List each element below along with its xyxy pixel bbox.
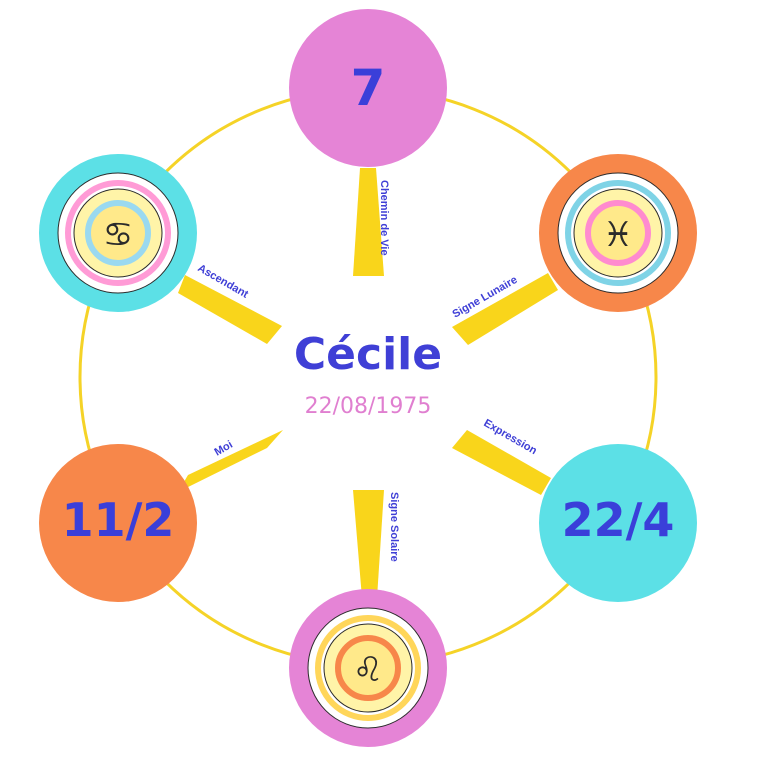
ray-top-left (178, 275, 282, 344)
ray-top-right (452, 273, 558, 345)
node-signe-solaire: ♌ (289, 589, 447, 747)
ray-bottom-left (178, 430, 283, 492)
ray-bottom-right (452, 430, 551, 495)
node-ascendant: ♋ (39, 154, 197, 312)
node-expression: 22/4 (539, 444, 697, 602)
pisces-mandala-icon: ♓ (557, 172, 679, 294)
node-circle-bottom-right (539, 444, 697, 602)
number-chemin-de-vie: 7 (351, 59, 386, 117)
cancer-glyph: ♋ (103, 215, 133, 255)
person-birthdate: 22/08/1975 (305, 394, 432, 419)
node-chemin-de-vie: 7 (289, 9, 447, 167)
pisces-glyph: ♓ (603, 215, 633, 255)
leo-mandala-icon: ♌ (307, 607, 429, 729)
cancer-mandala-icon: ♋ (57, 172, 179, 294)
person-name: Cécile (294, 329, 442, 380)
node-moi: 11/2 (39, 444, 197, 602)
number-moi: 11/2 (62, 493, 175, 547)
label-signe-solaire: Signe Solaire (388, 492, 400, 562)
node-signe-lunaire: ♓ (539, 154, 697, 312)
node-circle-top (289, 9, 447, 167)
leo-glyph: ♌ (353, 650, 383, 690)
ray-bottom (353, 490, 384, 598)
ray-top (353, 168, 384, 276)
number-expression: 22/4 (562, 493, 675, 547)
label-chemin-de-vie: Chemin de Vie (378, 180, 390, 256)
rays (178, 168, 558, 598)
node-circle-bottom-left (39, 444, 197, 602)
